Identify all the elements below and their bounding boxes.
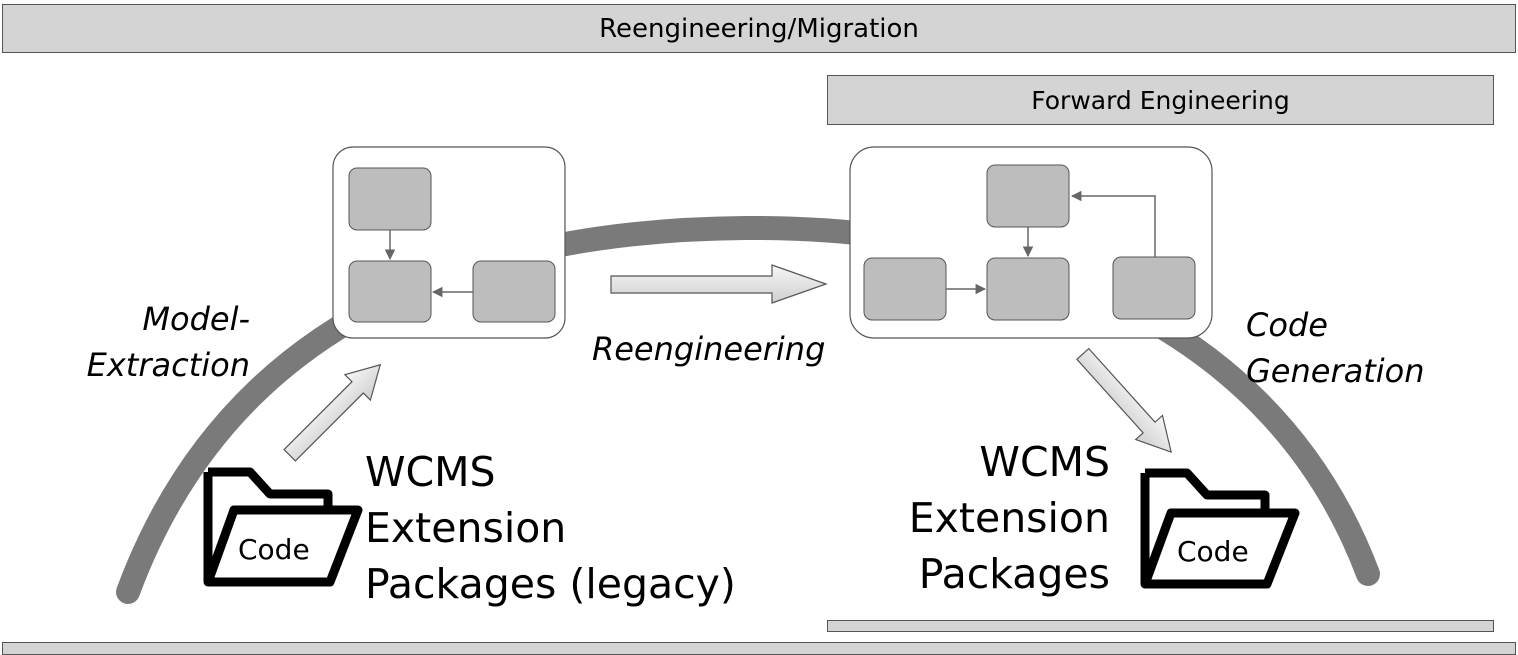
model-node bbox=[863, 257, 947, 321]
target-model-box bbox=[849, 146, 1213, 339]
model-extraction-arrow bbox=[283, 363, 382, 462]
forward-engineering-band: Forward Engineering bbox=[827, 75, 1494, 125]
reengineering-label: Reengineering bbox=[592, 330, 826, 368]
model-node bbox=[986, 164, 1070, 228]
new-package-line3: Packages bbox=[918, 550, 1110, 598]
model-extraction-line1: Model- bbox=[142, 300, 250, 338]
model-node bbox=[1112, 256, 1196, 320]
model-node bbox=[348, 167, 432, 231]
new-package-label: WCMS Extension Packages bbox=[909, 434, 1110, 602]
new-folder-label: Code bbox=[1177, 535, 1249, 568]
code-generation-line1: Code bbox=[1246, 306, 1328, 344]
model-node bbox=[472, 260, 556, 323]
legacy-package-line3: Packages (legacy) bbox=[365, 560, 736, 608]
forward-engineering-bottom-bar bbox=[827, 620, 1494, 632]
folder-icon bbox=[203, 467, 363, 587]
legacy-package-label: WCMS Extension Packages (legacy) bbox=[365, 444, 736, 612]
model-edge bbox=[1070, 190, 1156, 257]
forward-engineering-label: Forward Engineering bbox=[1031, 85, 1290, 115]
reengineering-migration-band: Reengineering/Migration bbox=[2, 4, 1516, 53]
legacy-model-box bbox=[332, 146, 566, 339]
model-extraction-label: Model- Extraction bbox=[87, 296, 250, 388]
legacy-package-line1: WCMS bbox=[365, 448, 496, 496]
code-generation-line2: Generation bbox=[1246, 352, 1425, 390]
model-extraction-line2: Extraction bbox=[86, 346, 250, 384]
reengineering-arrow bbox=[610, 264, 828, 304]
model-node bbox=[986, 257, 1070, 321]
new-package-line2: Extension bbox=[908, 494, 1110, 542]
folder-icon bbox=[1140, 468, 1300, 589]
model-node bbox=[348, 260, 432, 323]
process-arc bbox=[116, 215, 1380, 604]
reengineering-migration-label: Reengineering/Migration bbox=[599, 13, 919, 44]
new-package-line1: WCMS bbox=[979, 438, 1110, 486]
legacy-package-line2: Extension bbox=[365, 504, 567, 552]
code-generation-arrow bbox=[1076, 347, 1173, 453]
legacy-folder-label: Code bbox=[238, 533, 310, 566]
code-generation-label: Code Generation bbox=[1246, 302, 1425, 394]
